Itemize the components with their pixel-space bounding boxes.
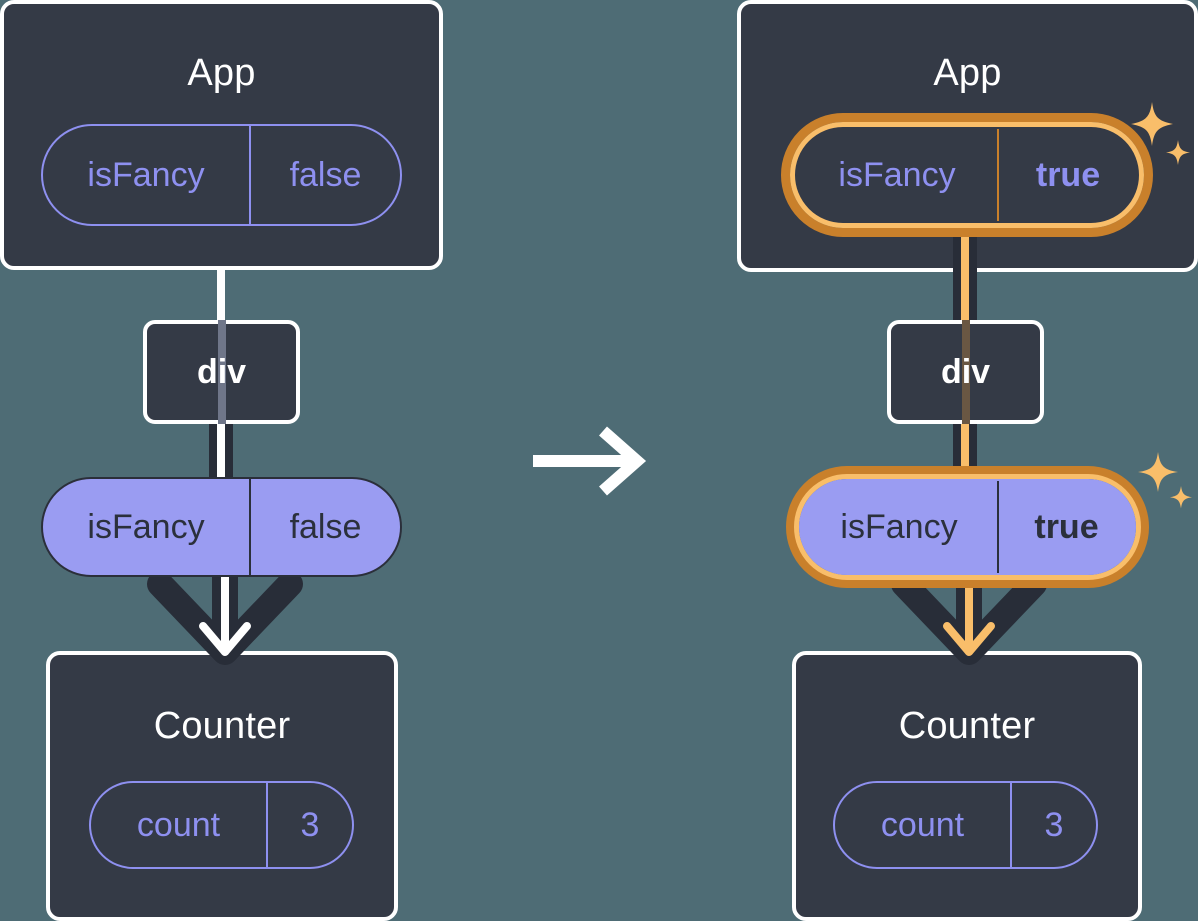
prop-pill-divider-after: [997, 481, 999, 573]
highlight-ring-outer-prop-after: [786, 466, 1149, 588]
div-node-before[interactable]: div: [143, 320, 300, 424]
wire-div-to-prop-core-right: [961, 418, 969, 488]
counter-state-pill-divider-after: [1010, 783, 1012, 867]
app-title-after: App: [933, 52, 1002, 94]
app-state-pill-value-before: false: [289, 155, 362, 194]
prop-pill-before[interactable]: isFancy false: [41, 477, 402, 577]
counter-state-pill-after[interactable]: count 3: [833, 781, 1098, 869]
counter-title-before: Counter: [153, 705, 291, 747]
wire-app-to-div-core-right: [961, 230, 969, 326]
prop-pill-value-after: true: [1034, 507, 1099, 546]
app-state-pill-after[interactable]: isFancy true: [795, 127, 1139, 223]
div-node-label-after: div: [940, 352, 991, 391]
app-state-pill-divider-after: [997, 129, 999, 221]
sparkles-icon-app-after: [1131, 102, 1190, 165]
highlight-ring-outer-app-after: [781, 113, 1153, 237]
wire-app-to-div-left: [217, 262, 225, 324]
counter-box-before[interactable]: Counter: [46, 651, 398, 921]
div-node-inner-wire-before: [217, 320, 226, 424]
counter-state-pill-key-after: count: [880, 805, 965, 844]
counter-state-pill-divider-before: [266, 783, 268, 867]
app-state-pill-value-after: true: [1035, 155, 1101, 194]
counter-title-after: Counter: [898, 705, 1036, 747]
sparkles-icon-prop-after: [1138, 452, 1192, 509]
app-state-pill-divider-before: [249, 126, 251, 224]
app-state-pill-key-before: isFancy: [87, 155, 205, 194]
prop-pill-value-before: false: [289, 507, 362, 546]
app-state-pill-key-after: isFancy: [838, 155, 956, 194]
prop-pill-divider-before: [249, 479, 251, 575]
div-node-after[interactable]: div: [887, 320, 1044, 424]
counter-state-pill-value-before: 3: [300, 805, 320, 844]
app-title-before: App: [187, 52, 256, 94]
div-node-inner-wire-after: [961, 320, 970, 424]
counter-state-pill-key-before: count: [136, 805, 221, 844]
prop-pill-after[interactable]: isFancy true: [799, 479, 1136, 575]
wire-div-to-prop-core-left: [217, 418, 225, 488]
prop-pill-key-after: isFancy: [840, 507, 958, 546]
div-node-label-before: div: [196, 352, 247, 391]
app-state-pill-before[interactable]: isFancy false: [41, 124, 402, 226]
arrow-right-icon: [533, 426, 647, 496]
counter-state-pill-value-after: 3: [1044, 805, 1064, 844]
prop-pill-key-before: isFancy: [87, 507, 205, 546]
counter-state-pill-before[interactable]: count 3: [89, 781, 354, 869]
